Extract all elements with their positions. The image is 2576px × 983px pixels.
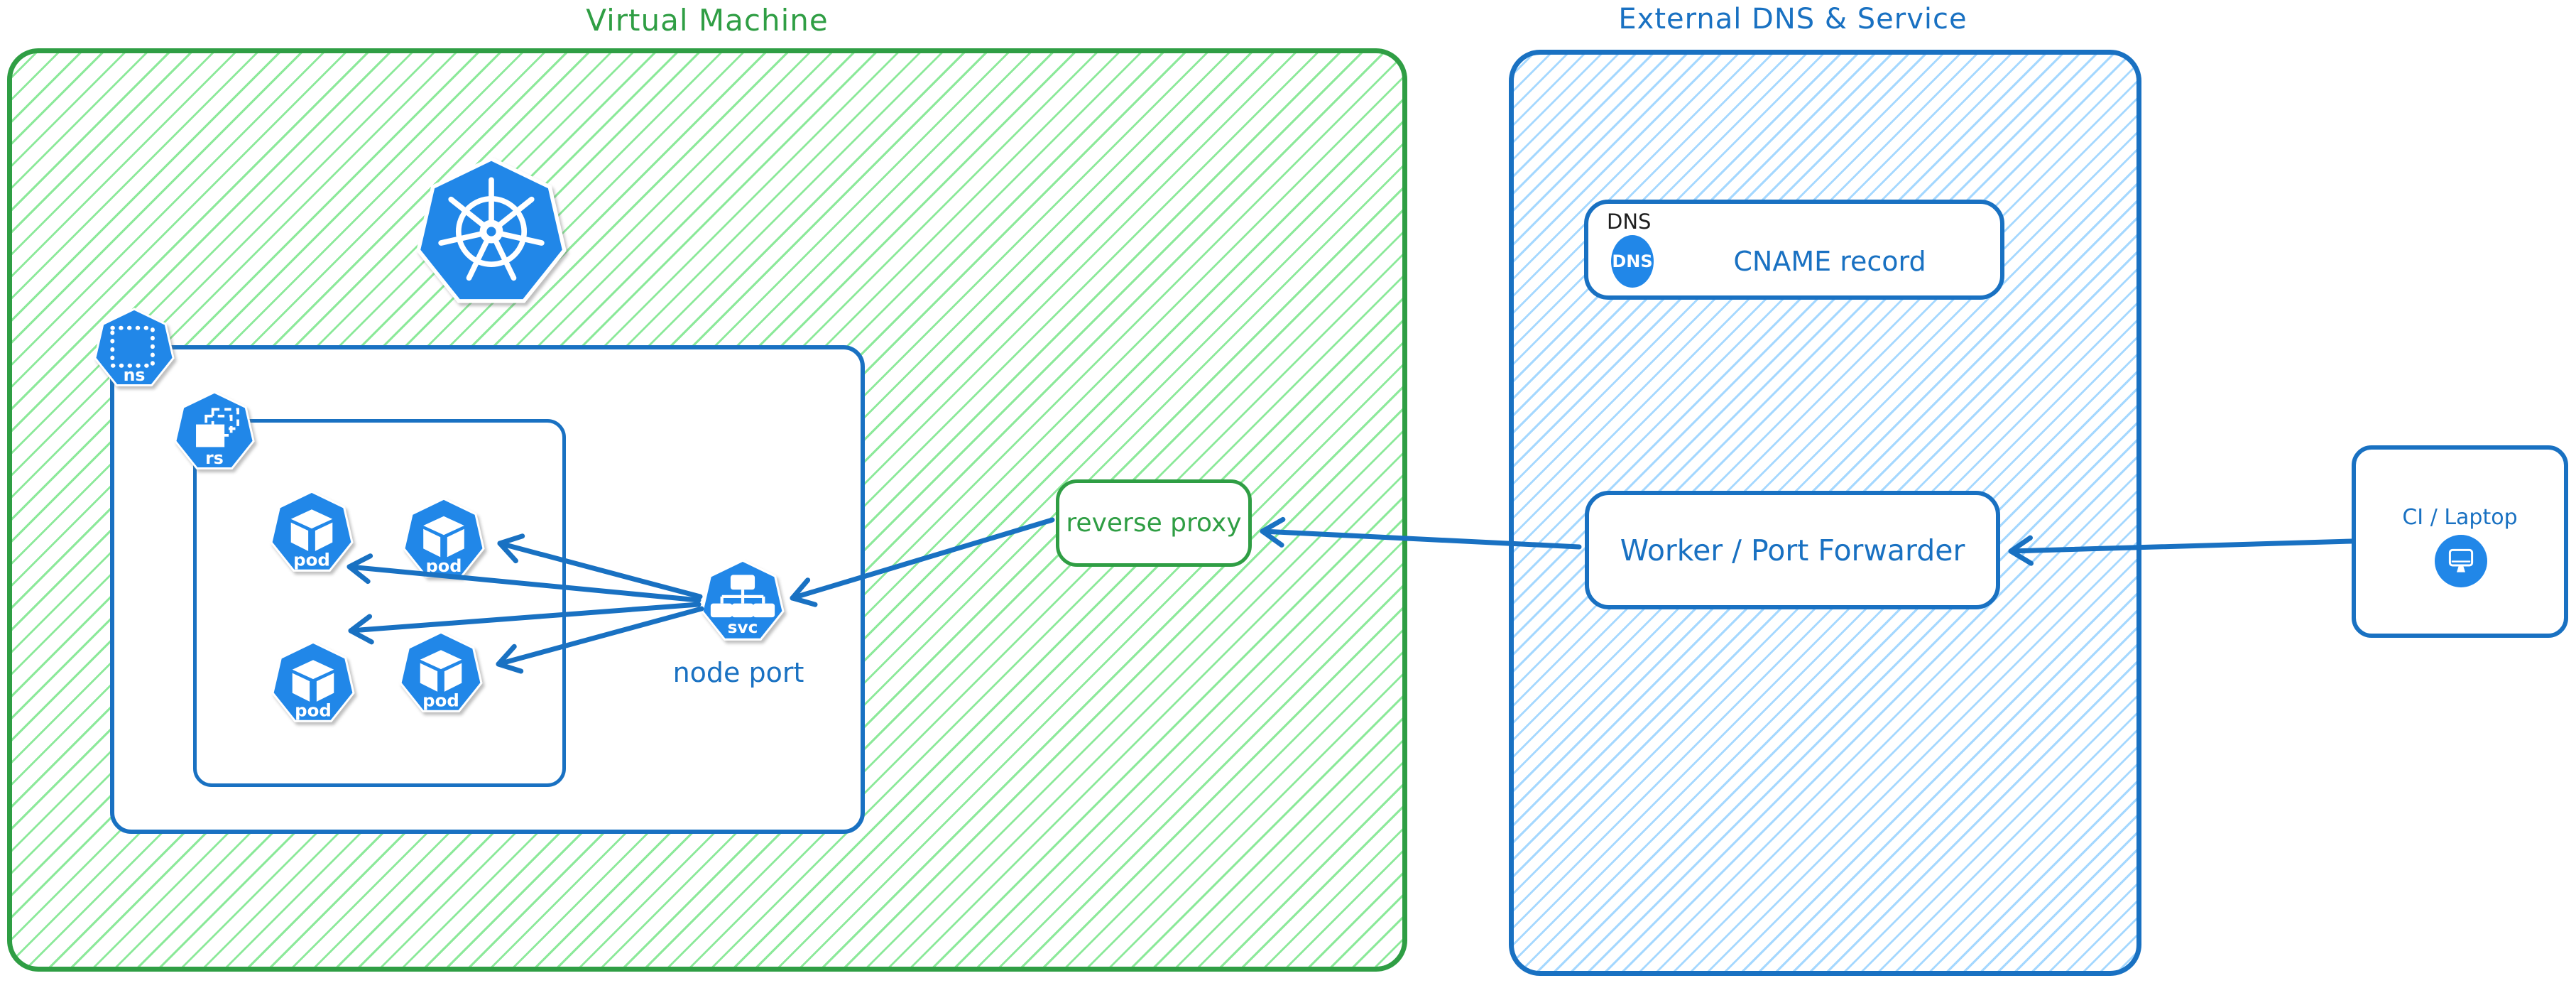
pod-icon-2: pod — [403, 497, 485, 577]
service-icon: svc — [701, 559, 785, 641]
worker-port-forwarder-label: Worker / Port Forwarder — [1620, 533, 1965, 567]
namespace-icon: ns — [94, 308, 175, 386]
pod-icon-3: pod — [271, 641, 355, 722]
pod-icon-4: pod — [399, 631, 483, 712]
replicaset-icon: rs — [174, 391, 255, 469]
ci-laptop-label: CI / Laptop — [2402, 505, 2518, 530]
arrow-worker-to-reverse-proxy — [1260, 516, 1582, 550]
replicaset-box — [193, 419, 566, 787]
helm-spokes — [438, 177, 545, 281]
arrow-service-to-pod-4 — [496, 606, 704, 674]
ci-laptop-box: CI / Laptop — [2352, 445, 2568, 638]
service-icon-label: svc — [728, 618, 758, 637]
worker-port-forwarder-box: Worker / Port Forwarder — [1585, 491, 2000, 609]
arrow-service-to-pod-1 — [346, 553, 702, 603]
arrow-service-to-pod-3 — [348, 602, 702, 645]
reverse-proxy-box: reverse proxy — [1056, 479, 1252, 567]
external-dns-title: External DNS & Service — [1618, 3, 1968, 36]
reverse-proxy-label: reverse proxy — [1066, 509, 1242, 538]
dns-badge-icon: DNS — [1611, 235, 1654, 288]
pod-icon-label: pod — [295, 700, 332, 721]
arrow-reverse-proxy-to-service — [790, 517, 1055, 607]
pod-icon-1: pod — [270, 490, 354, 572]
dns-tag-label: DNS — [1607, 210, 1652, 234]
arrow-ci-to-worker — [2008, 535, 2354, 566]
kubernetes-logo-icon — [416, 156, 567, 303]
node-port-label: node port — [672, 657, 804, 688]
pod-icon-label: pod — [293, 550, 330, 570]
cname-record-label: CNAME record — [1733, 246, 1926, 277]
arrow-service-to-pod-2 — [497, 533, 703, 599]
dns-record-card: DNS DNS CNAME record — [1584, 200, 2004, 300]
namespace-icon-label: ns — [124, 365, 146, 385]
virtual-machine-title: Virtual Machine — [586, 3, 829, 38]
pod-icon-label: pod — [422, 690, 459, 711]
replicaset-icon-label: rs — [205, 448, 224, 468]
monitor-icon — [2435, 535, 2487, 587]
